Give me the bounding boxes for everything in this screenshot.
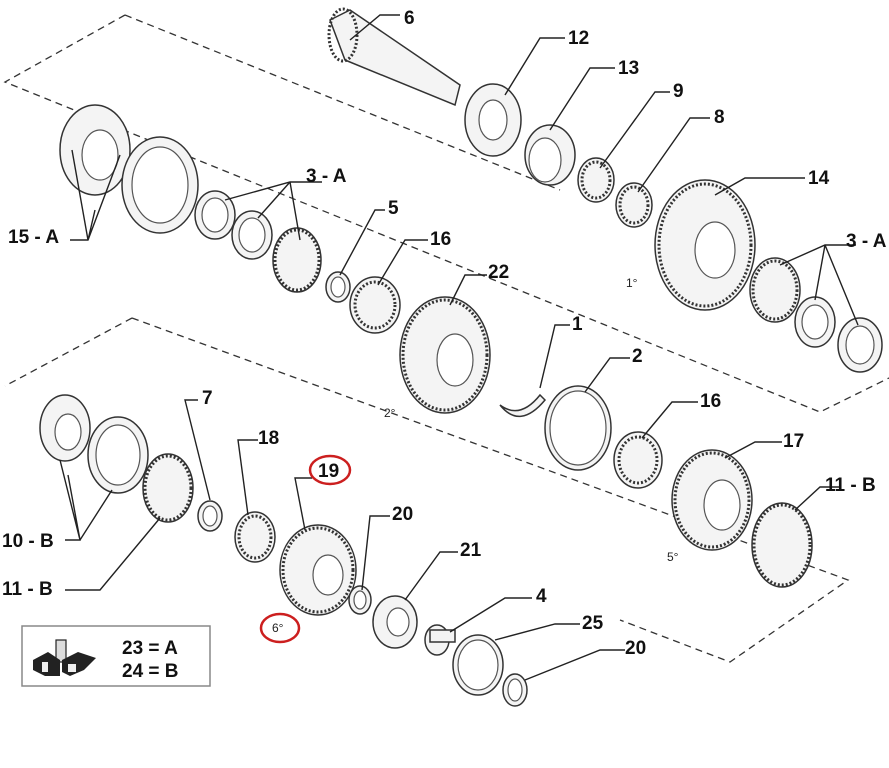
label-part-15a: 15 - A bbox=[8, 227, 59, 248]
ring-7 bbox=[197, 500, 223, 532]
label-part-20-top: 20 bbox=[392, 504, 413, 525]
highlight-circle-6th bbox=[259, 612, 301, 644]
bearing-18 bbox=[234, 511, 276, 563]
label-part-19: 19 bbox=[318, 461, 339, 482]
label-part-4: 4 bbox=[536, 586, 547, 607]
gear-mark-6th: 6° bbox=[272, 621, 284, 635]
bearing-16-top bbox=[349, 276, 401, 334]
label-part-9: 9 bbox=[673, 81, 684, 102]
bearing-21 bbox=[372, 595, 418, 649]
label-part-3a-right: 3 - A bbox=[846, 231, 887, 252]
legend-row-23: 23 = A bbox=[122, 638, 178, 659]
label-part-14: 14 bbox=[808, 168, 830, 189]
bearing-12 bbox=[464, 83, 522, 157]
label-part-5: 5 bbox=[388, 198, 399, 219]
bearing-9 bbox=[577, 157, 615, 203]
shaft-6 bbox=[327, 7, 461, 107]
gear-mark-1st: 1° bbox=[626, 276, 638, 290]
gear-17 bbox=[671, 449, 753, 551]
legend-row-24: 24 = B bbox=[122, 661, 179, 682]
synchro-11b-right bbox=[751, 502, 813, 588]
label-part-11b-left: 11 - B bbox=[2, 579, 53, 600]
label-part-1: 1 bbox=[572, 314, 583, 335]
ring-11b-left bbox=[142, 453, 194, 523]
group-outline-lower bbox=[4, 317, 850, 663]
sleeve-15a bbox=[121, 136, 199, 234]
label-part-10b: 10 - B bbox=[2, 531, 54, 552]
synchro-10b bbox=[39, 394, 91, 462]
label-part-8: 8 bbox=[714, 107, 725, 128]
leader-lines bbox=[59, 14, 859, 681]
label-part-17: 17 bbox=[783, 431, 804, 452]
group-outline-upper bbox=[3, 14, 889, 413]
bearing-8 bbox=[615, 182, 653, 228]
highlight-circle-19 bbox=[308, 454, 352, 486]
gear-19 bbox=[279, 524, 357, 616]
label-part-12: 12 bbox=[568, 28, 589, 49]
legend-box: 23 = A 24 = B bbox=[21, 625, 211, 687]
ring-5 bbox=[325, 271, 351, 303]
label-part-16-top: 16 bbox=[430, 229, 451, 250]
ring-20-top bbox=[348, 585, 372, 615]
label-part-18: 18 bbox=[258, 428, 279, 449]
label-part-25: 25 bbox=[582, 613, 604, 634]
gear-mark-2nd: 2° bbox=[384, 406, 396, 420]
bolt-4 bbox=[424, 624, 456, 656]
label-part-3a-left: 3 - A bbox=[306, 166, 347, 187]
washer-25 bbox=[452, 634, 504, 696]
label-part-11b-right: 11 - B bbox=[825, 475, 876, 496]
sleeve-10b bbox=[87, 416, 149, 494]
gear-mark-5th: 5° bbox=[667, 550, 679, 564]
rings-3a-right bbox=[749, 257, 883, 373]
label-part-6: 6 bbox=[404, 8, 415, 29]
rings-3a-left bbox=[194, 190, 322, 293]
bearing-16-mid bbox=[613, 431, 663, 489]
kit-icon bbox=[33, 639, 96, 676]
synchro-15a bbox=[59, 104, 131, 196]
label-part-2: 2 bbox=[632, 346, 643, 367]
shim-2 bbox=[544, 385, 612, 471]
label-part-21: 21 bbox=[460, 540, 482, 561]
label-part-20-bottom: 20 bbox=[625, 638, 646, 659]
label-part-16-mid: 16 bbox=[700, 391, 721, 412]
gear-14 bbox=[654, 179, 756, 311]
label-part-13: 13 bbox=[618, 58, 639, 79]
circlip-1 bbox=[499, 393, 547, 417]
label-part-22: 22 bbox=[488, 262, 509, 283]
bushing-13 bbox=[524, 124, 576, 186]
gear-22 bbox=[399, 296, 491, 414]
label-part-7: 7 bbox=[202, 388, 213, 409]
ring-20-bottom bbox=[502, 673, 528, 707]
